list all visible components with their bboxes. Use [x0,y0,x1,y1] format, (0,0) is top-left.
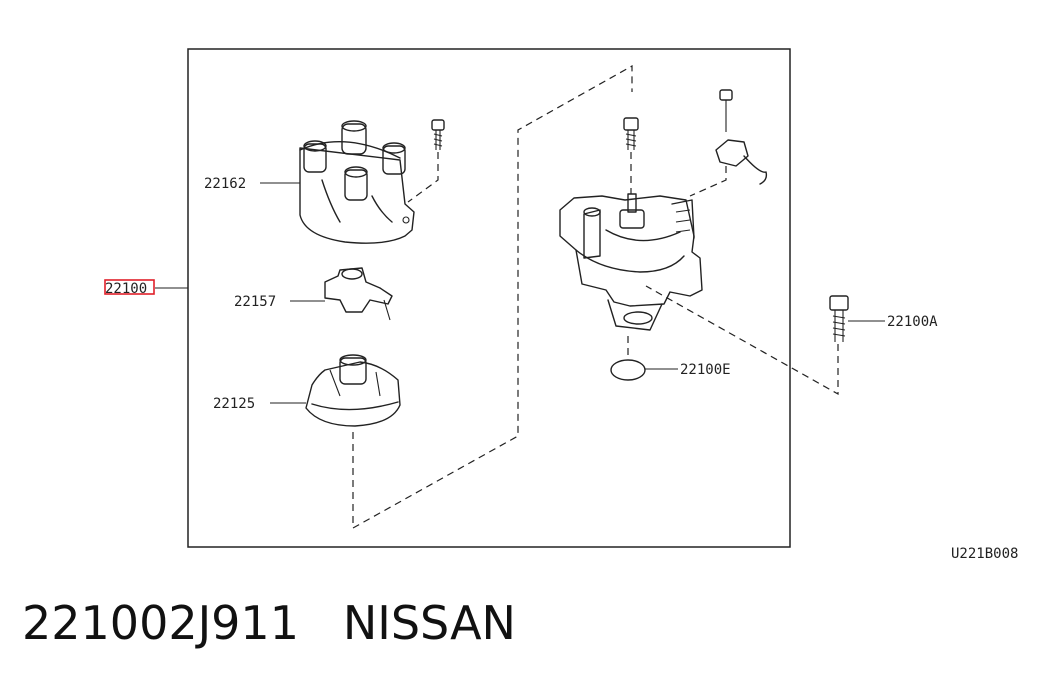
diagram-frame [187,48,791,548]
highlight-box [104,279,155,295]
label-o-ring[interactable]: 22100E [680,362,731,378]
figure-code: U221B008 [951,546,1018,562]
sensor-clip [715,89,768,185]
dash-bolt [645,285,839,396]
o-ring [610,359,646,381]
distributor-body [559,193,703,331]
caption-separator [299,596,343,650]
rotor [324,267,393,321]
part-number: 221002J911 [22,596,299,650]
cap-screw [431,119,445,150]
caption: 221002J911 NISSAN [22,596,516,650]
seal [305,354,401,427]
parts-diagram: 22100 22162 22157 2212 [104,48,1018,562]
dash-sensor [689,166,727,197]
label-rotor[interactable]: 22157 [234,294,276,310]
label-bolt[interactable]: 22100A [887,314,938,330]
bolt [829,295,849,342]
label-main-assembly[interactable]: 22100 [105,281,147,297]
screw-center [623,117,639,150]
label-cap[interactable]: 22162 [204,176,246,192]
brand-name: NISSAN [342,596,516,650]
label-seal[interactable]: 22125 [213,396,255,412]
dash-assembly [352,64,633,530]
distributor-cap [299,120,415,244]
dash-cap-screw [407,152,439,203]
